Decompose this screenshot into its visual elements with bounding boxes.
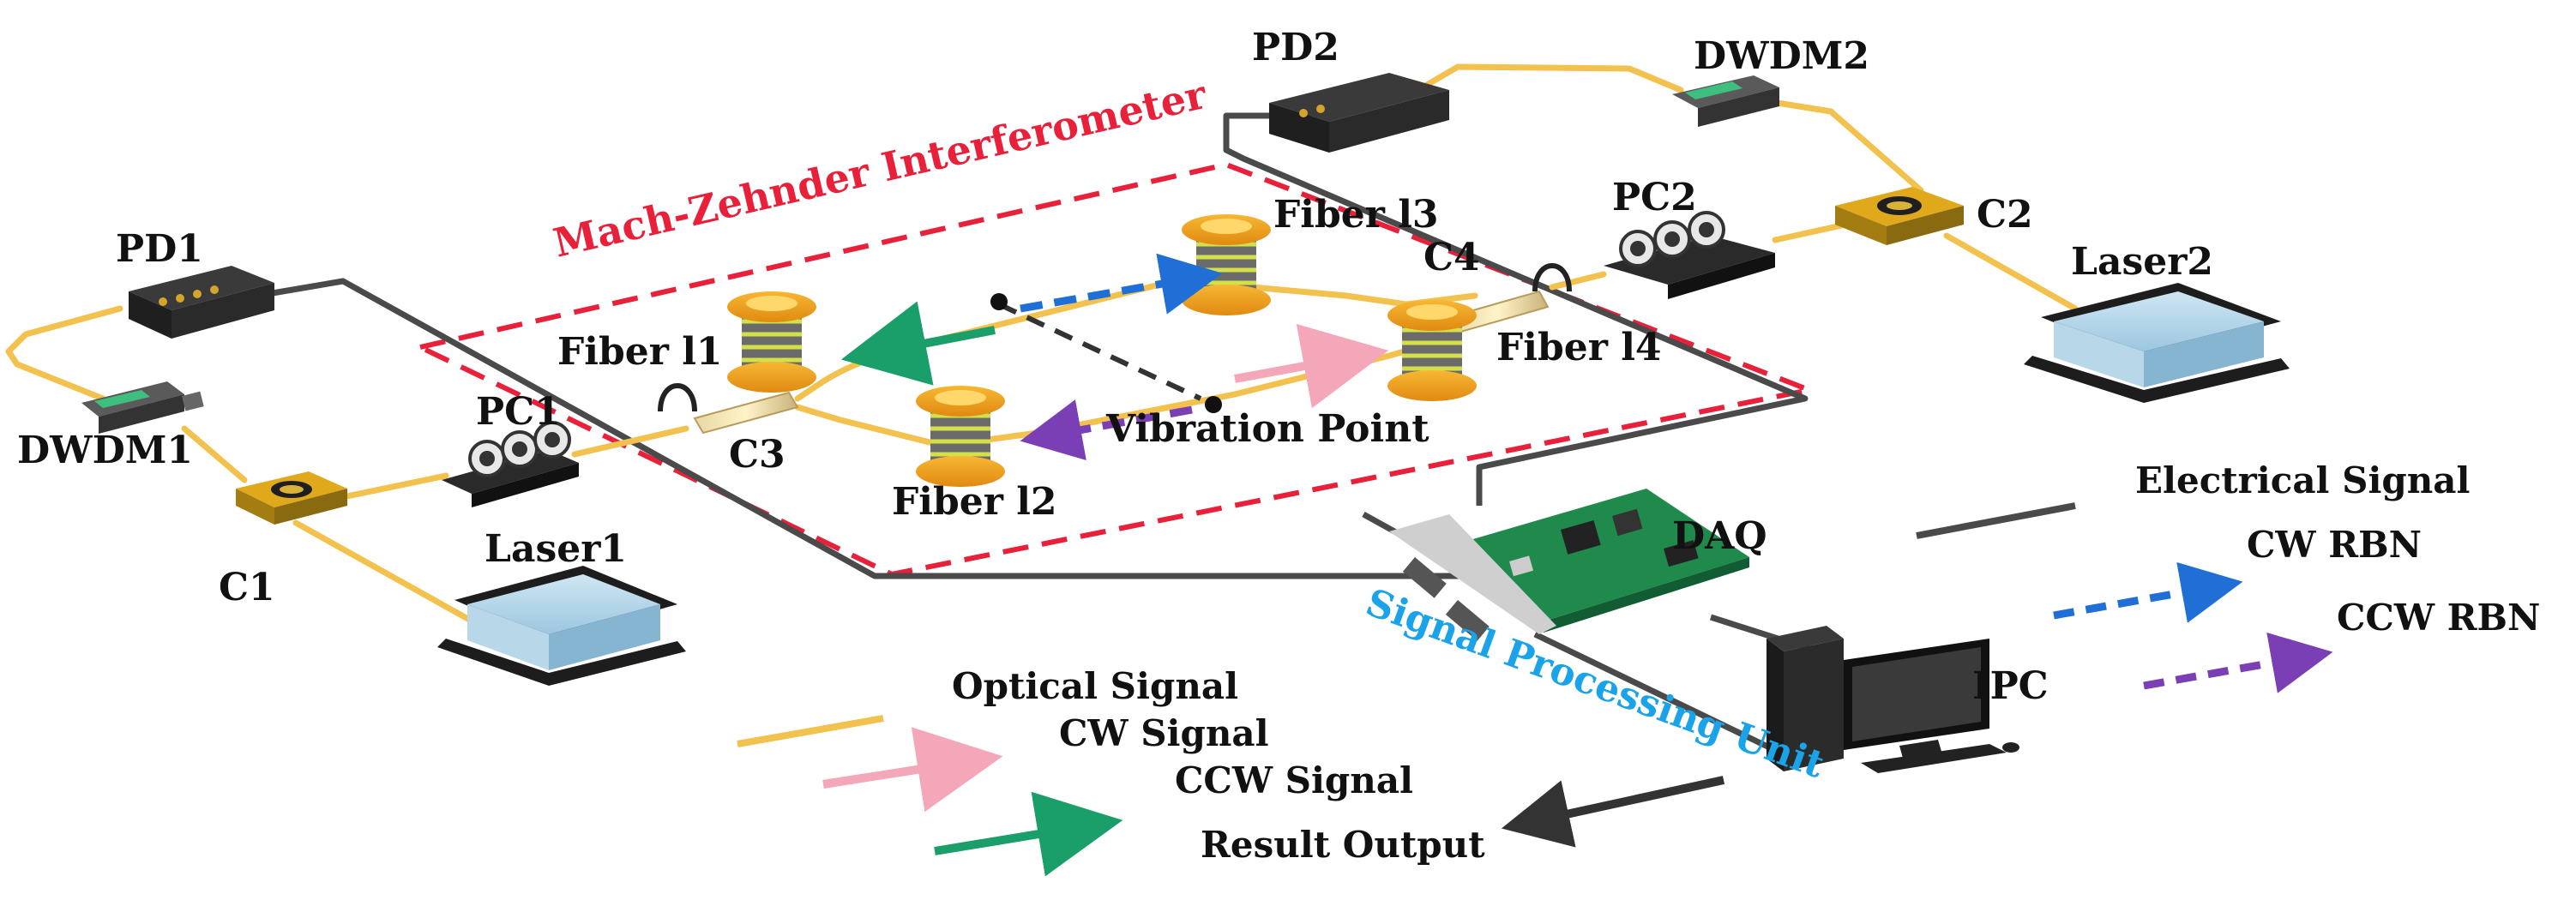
legend-electrical-line (1916, 502, 2076, 539)
fiber-l3-to-c4 (1249, 284, 1478, 308)
pc2-controller (1604, 211, 1775, 299)
daq-to-ipc-cable-lower (1533, 631, 1785, 758)
c1-to-laser1-fiber (292, 519, 484, 629)
pc1-controller (442, 421, 579, 507)
c4-label: C4 (1423, 236, 1480, 279)
dwdm1-device (81, 381, 204, 434)
legend-cw-rbn-label: CW RBN (2247, 524, 2422, 566)
fiber-coil-l4 (1387, 300, 1477, 401)
legend-electrical-label: Electrical Signal (2135, 459, 2470, 501)
pc2-label: PC2 (1612, 176, 1697, 219)
legend-cw-rbn-arrow (2053, 561, 2243, 623)
c3-coupler (658, 383, 799, 435)
laser1-label: Laser1 (485, 527, 627, 571)
c1-to-pc1-fiber (331, 472, 449, 502)
pd2-label: PD2 (1252, 26, 1339, 69)
laser2-label: Laser2 (2071, 240, 2213, 284)
legend-cw-arrow (822, 727, 1003, 813)
dwdm1-to-c1-fiber (181, 425, 248, 483)
fiber-coil-l1 (727, 291, 816, 393)
result-output-arrow (1501, 776, 1725, 848)
legend-ccw-arrow (934, 791, 1123, 877)
legend-ccw-label: CCW Signal (1175, 759, 1413, 801)
fiber-l1-label: Fiber l1 (557, 330, 723, 374)
black-dashed-path (997, 302, 1202, 401)
legend-optical-label: Optical Signal (952, 665, 1238, 707)
legend-ccw-rbn-arrow (2143, 632, 2333, 693)
legend-cw-label: CW Signal (1059, 712, 1269, 754)
ipc-computer (1766, 626, 2019, 773)
vibration-dot-upper (990, 293, 1008, 310)
cw-signal-arrow (1234, 323, 1389, 409)
pd1-label: PD1 (116, 227, 203, 271)
pd1-device (129, 266, 274, 339)
mzi-title: Mach-Zehnder Interferometer (549, 71, 1211, 267)
pc1-label: PC1 (476, 390, 561, 434)
pc1-to-c3-fiber (571, 425, 689, 458)
legend-right: Electrical Signal CW RBN CCW RBN (1916, 459, 2540, 693)
c2-to-dwdm2-fiber (1763, 98, 1924, 194)
ccw-rbn-arrow (1020, 399, 1193, 460)
vibration-point-label: Vibration Point (1105, 407, 1429, 451)
fiber-l4-label: Fiber l4 (1496, 326, 1662, 369)
legend-result-label: Result Output (1201, 824, 1485, 866)
fiber-l2-label: Fiber l2 (892, 480, 1057, 524)
fiber-coil-l3 (1182, 214, 1271, 315)
c2-label: C2 (1977, 193, 2033, 237)
vibration-dot-lower (1205, 396, 1222, 413)
fiber-l3-label: Fiber l3 (1273, 193, 1439, 237)
pd2-device (1269, 73, 1449, 153)
legend-left: Optical Signal CW Signal CCW Signal Resu… (737, 665, 1485, 877)
c2-coupler (1835, 187, 1964, 245)
pd2-to-daq-cable (1223, 112, 1809, 506)
c3-label: C3 (729, 433, 785, 477)
legend-optical-line (737, 715, 884, 747)
c2-to-laser2-fiber (1943, 232, 2079, 312)
daq-label: DAQ (1672, 514, 1767, 558)
dwdm2-device (1672, 75, 1779, 127)
fiber-coil-l2 (916, 386, 1005, 487)
c4-to-pc2-fiber (1549, 271, 1607, 291)
dwdm2-label: DWDM2 (1694, 34, 1869, 78)
ipc-label: IPC (1972, 664, 2049, 708)
c1-label: C1 (219, 566, 275, 609)
c1-coupler (236, 471, 347, 525)
daq-card (1389, 489, 1749, 641)
dwdm2-to-pd2-fiber (1407, 63, 1684, 98)
pd1-to-dwdm1-fiber (5, 305, 123, 402)
ccw-signal-arrow (840, 301, 996, 386)
cw-rbn-arrow (1020, 253, 1223, 315)
legend-ccw-rbn-label: CCW RBN (2337, 597, 2540, 639)
laser1-device (437, 566, 686, 686)
c3-to-fiber-l1 (794, 279, 1170, 402)
dwdm1-label: DWDM1 (17, 429, 193, 472)
laser2-device (2024, 283, 2290, 403)
